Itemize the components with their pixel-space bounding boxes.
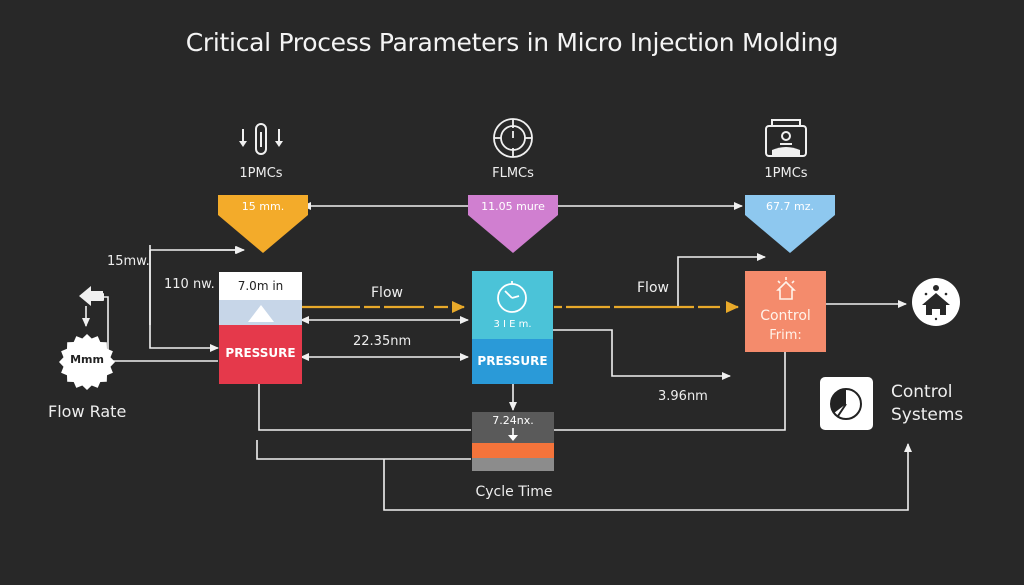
pressure-left-indicator (219, 300, 302, 325)
pressure-left-value: 7.0m in (219, 272, 302, 300)
cycle-time-block: 7.24nx. (472, 412, 554, 471)
funnel-mid-value: 11.05 mure (481, 200, 545, 213)
flow-rate-badge-value: Mmm (70, 353, 104, 366)
left-arrow-icon (77, 284, 105, 308)
control-systems-line1: Control (891, 382, 953, 402)
machine-icon (764, 116, 808, 158)
outer-loop-value: 15mw. (107, 254, 150, 269)
control-block-line2: Frim: (769, 328, 802, 343)
funnel-mid: 11.05 mure (468, 195, 558, 253)
inner-loop-arrow (149, 250, 219, 352)
flow-riser-arrow (677, 253, 766, 307)
control-block: Control Frim: (745, 271, 826, 352)
inner-loop-value: 110 nw. (164, 277, 215, 292)
cycle-bottom (472, 458, 554, 471)
top-node-label-right: 1PMCs (764, 166, 808, 181)
up-triangle-icon (248, 305, 274, 322)
control-block-line1: Control (760, 308, 811, 324)
cycle-value: 7.24nx. (492, 414, 534, 427)
pressure-mid-label: PRESSURE (472, 339, 553, 384)
gauge-icon (491, 116, 535, 160)
cycle-band (472, 443, 554, 458)
home-icon (911, 277, 961, 327)
pressure-mid-value: 3 I E m. (493, 319, 532, 330)
pressure-block-left: 7.0m in PRESSURE (219, 272, 302, 384)
funnel-left: 15 mm. (218, 195, 308, 253)
control-systems-line2: Systems (891, 405, 964, 425)
thermometer-icon (233, 120, 289, 160)
funnel-right: 67.7 mz. (745, 195, 835, 253)
funnel-right-value: 67.7 mz. (766, 200, 814, 213)
top-node-label-mid: FLMCs (492, 166, 534, 181)
badge-shape (59, 334, 115, 390)
dimension-label-left: 22.35nm (353, 334, 412, 349)
systems-feedback-arrow (383, 443, 912, 511)
cycle-top: 7.24nx. (472, 412, 554, 443)
pressure-left-label: PRESSURE (219, 325, 302, 384)
cycle-time-caption: Cycle Time (475, 484, 553, 500)
pressure-mid-top: 3 I E m. (472, 271, 553, 339)
diagram-title: Critical Process Parameters in Micro Inj… (185, 28, 839, 57)
flow-rate-badge: Mmm (58, 333, 116, 391)
spark-house-icon (776, 277, 796, 300)
stopwatch-icon (497, 281, 527, 313)
cycle-left-connector (258, 384, 471, 431)
pressure-block-mid: 3 I E m. PRESSURE (472, 271, 553, 384)
down-arrow-icon (508, 428, 518, 441)
cycle-right-connector (554, 352, 786, 431)
flow-label-left: Flow (371, 285, 403, 301)
funnel-left-value: 15 mm. (241, 200, 285, 213)
dimension-label-right: 3.96nm (658, 389, 708, 404)
flow-label-right: Flow (637, 280, 669, 296)
cycle-bottom-connector (256, 440, 471, 460)
top-node-label-left: 1PMCs (239, 166, 283, 181)
dimension-arrow-right (552, 329, 731, 380)
clock-icon (820, 377, 873, 430)
flow-rate-caption: Flow Rate (48, 402, 127, 421)
